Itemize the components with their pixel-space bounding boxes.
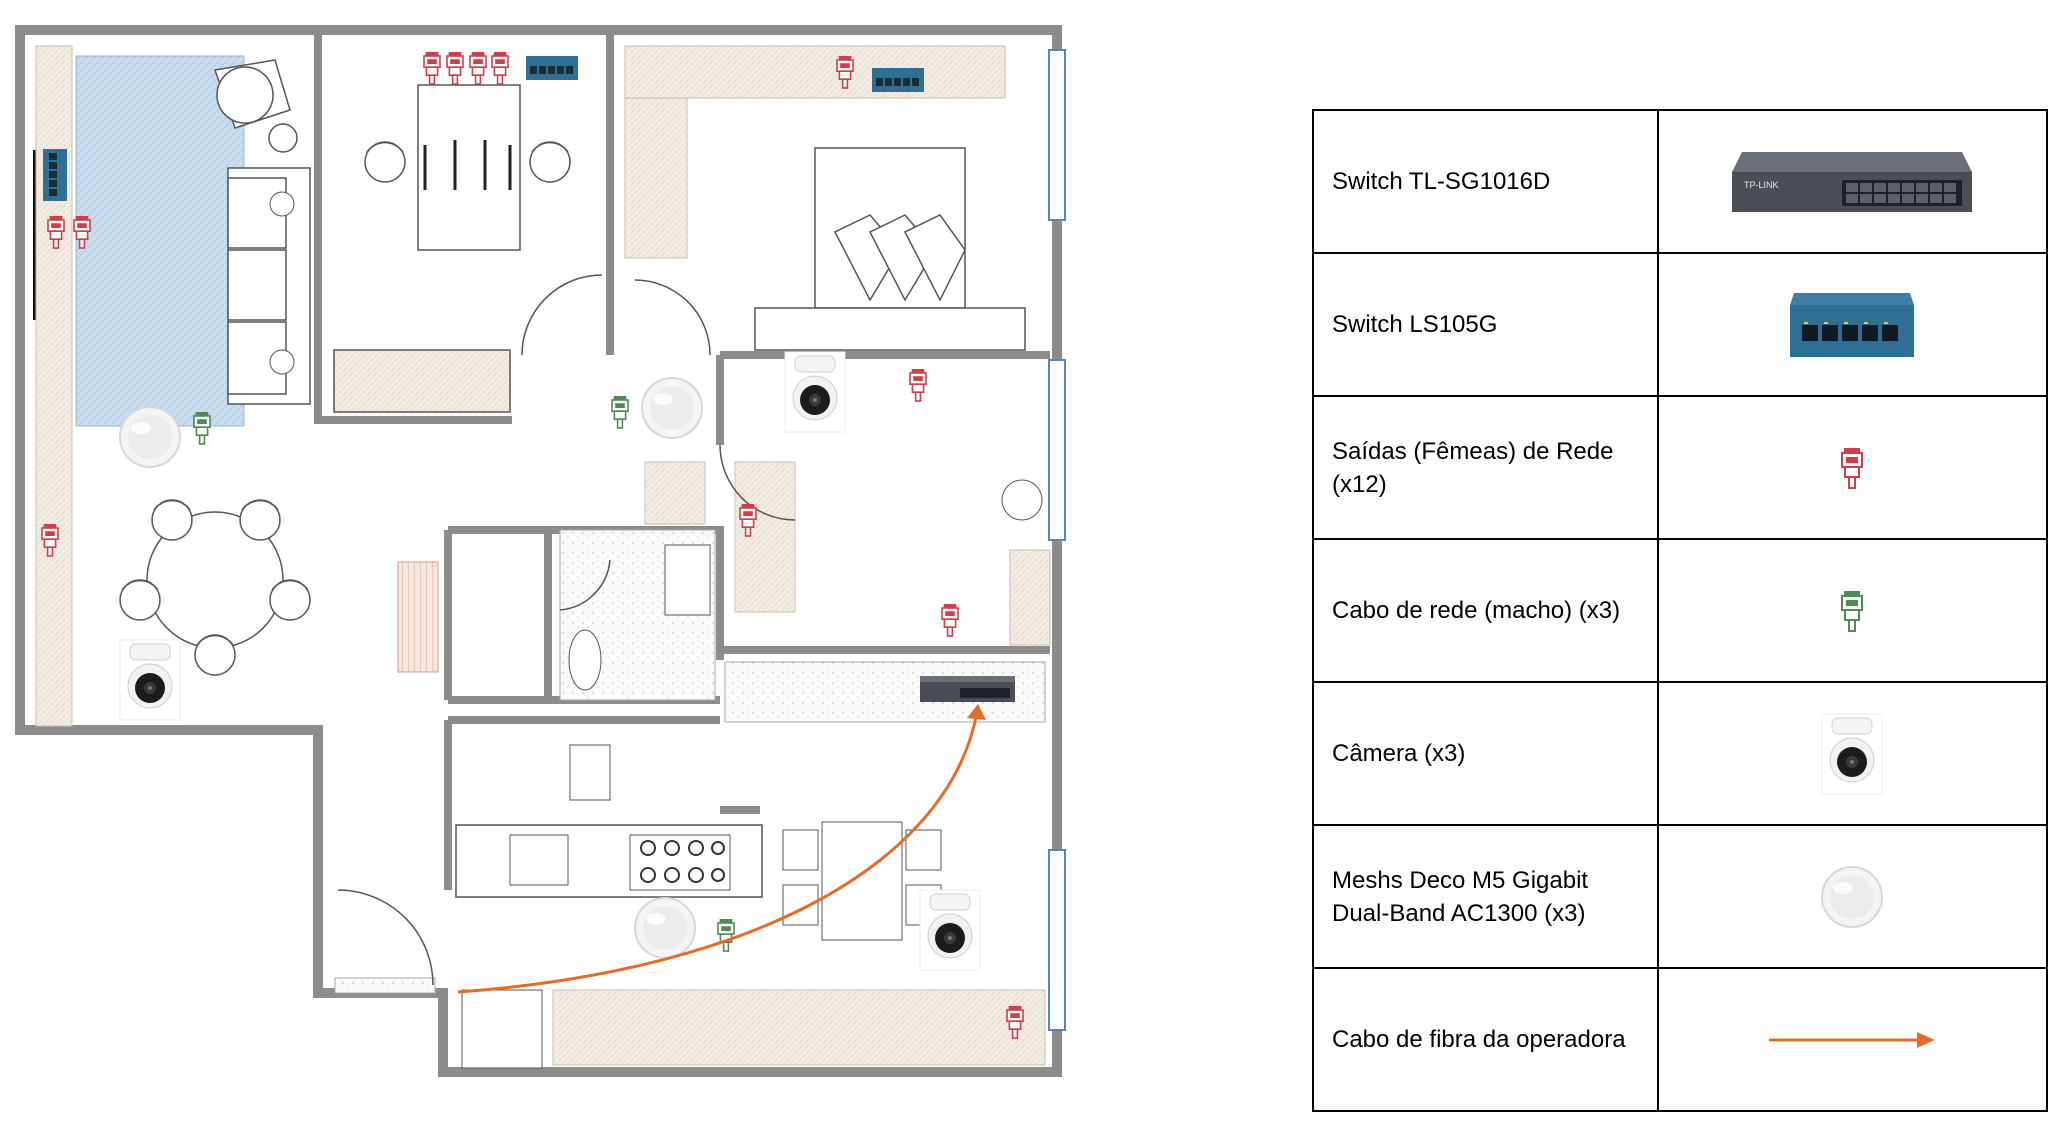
plan-switch-office <box>526 56 578 80</box>
kitchen-table <box>821 821 903 941</box>
fiber-cable-arrow-icon <box>1769 1031 1936 1048</box>
legend-label-cell: Saídas (Fêmeas) de Rede (x12) <box>1312 395 1659 540</box>
legend-label: Switch LS105G <box>1332 311 1498 338</box>
bed <box>754 147 1026 351</box>
legend-icon-cell <box>1656 681 2048 826</box>
bedroom-wardrobe <box>624 45 1006 99</box>
legend-icon-cell <box>1656 967 2048 1112</box>
rack-switch-icon: TP-LINK <box>1732 151 1973 212</box>
plan-fiber-cable <box>457 704 986 994</box>
windows <box>1048 49 1066 1031</box>
legend-label-cell: Switch LS105G <box>1312 252 1659 397</box>
legend-row: Meshs Deco M5 Gigabit Dual-Band AC1300 (… <box>1312 824 2048 969</box>
legend-label-cell: Switch TL-SG1016D <box>1312 109 1659 254</box>
sofa <box>227 167 311 405</box>
legend-table: Switch TL-SG1016D TP-LINK <box>1312 109 2048 1112</box>
legend-label-cell: Meshs Deco M5 Gigabit Dual-Band AC1300 (… <box>1312 824 1659 969</box>
interior-walls <box>314 30 1050 890</box>
desktop-switch-icon <box>1790 292 1915 357</box>
legend-row: Switch TL-SG1016D TP-LINK <box>1312 109 2048 254</box>
legend-label: Cabo de rede (macho) (x3) <box>1332 597 1621 624</box>
legend-icon-cell <box>1656 538 2048 683</box>
plan-rack-switch <box>920 676 1015 702</box>
doors <box>337 274 796 986</box>
legend-label: Meshs Deco M5 Gigabit Dual-Band AC1300 (… <box>1332 866 1589 927</box>
camera-icon <box>1821 713 1883 794</box>
legend-label: Switch TL-SG1016D <box>1332 168 1551 195</box>
office-desk <box>333 84 521 413</box>
network-outlet-female-icon <box>1841 446 1864 489</box>
legend-label: Cabo de fibra da operadora <box>1332 1026 1626 1053</box>
plan-switch-bedroom <box>872 68 924 92</box>
legend-label: Câmera (x3) <box>1332 740 1466 767</box>
legend-icon-cell <box>1656 824 2048 969</box>
rack-switch-brand: TP-LINK <box>1744 180 1779 190</box>
monitors <box>423 140 512 190</box>
living-rug <box>75 55 245 427</box>
legend-label-cell: Câmera (x3) <box>1312 681 1659 826</box>
legend-row: Saídas (Fêmeas) de Rede (x12) <box>1312 395 2048 540</box>
living-cabinet <box>35 45 73 727</box>
legend-label-cell: Cabo de fibra da operadora <box>1312 967 1659 1112</box>
kitchen-cabinet <box>552 989 1046 1066</box>
legend-row: Cabo de rede (macho) (x3) <box>1312 538 2048 683</box>
legend-row: Switch LS105G <box>1312 252 2048 397</box>
legend-icon-cell: TP-LINK <box>1656 109 2048 254</box>
closet-bench <box>1009 549 1051 646</box>
legend-row: Câmera (x3) <box>1312 681 2048 826</box>
legend-row: Cabo de fibra da operadora <box>1312 967 2048 1112</box>
floor-plan <box>15 25 1066 1077</box>
legend-icon-cell <box>1656 395 2048 540</box>
mesh-router-icon <box>1821 865 1884 928</box>
closet-shelf <box>734 461 796 613</box>
dining-table <box>119 499 311 676</box>
legend-label: Saídas (Fêmeas) de Rede (x12) <box>1332 437 1614 498</box>
network-cable-male-icon <box>1841 589 1864 632</box>
bedroom-wardrobe-side <box>624 97 688 259</box>
armchair <box>214 59 298 153</box>
legend-label-cell: Cabo de rede (macho) (x3) <box>1312 538 1659 683</box>
legend-icon-cell <box>1656 252 2048 397</box>
plan-switch-living <box>43 149 67 201</box>
hall-shelf <box>644 461 706 525</box>
